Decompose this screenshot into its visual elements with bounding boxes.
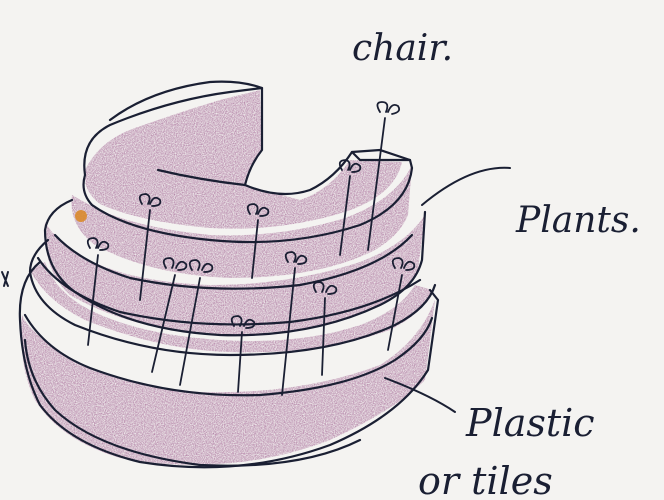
- label-chair: chair.: [352, 28, 453, 69]
- orange-mark: [75, 210, 87, 222]
- label-plastic: Plastic: [465, 401, 595, 445]
- label-tiles: or tiles: [418, 459, 553, 500]
- plants-leader: [422, 168, 510, 205]
- label-plants: Plants.: [515, 200, 641, 241]
- pencil-shading: [21, 90, 435, 465]
- left-edge-mark: [2, 272, 8, 286]
